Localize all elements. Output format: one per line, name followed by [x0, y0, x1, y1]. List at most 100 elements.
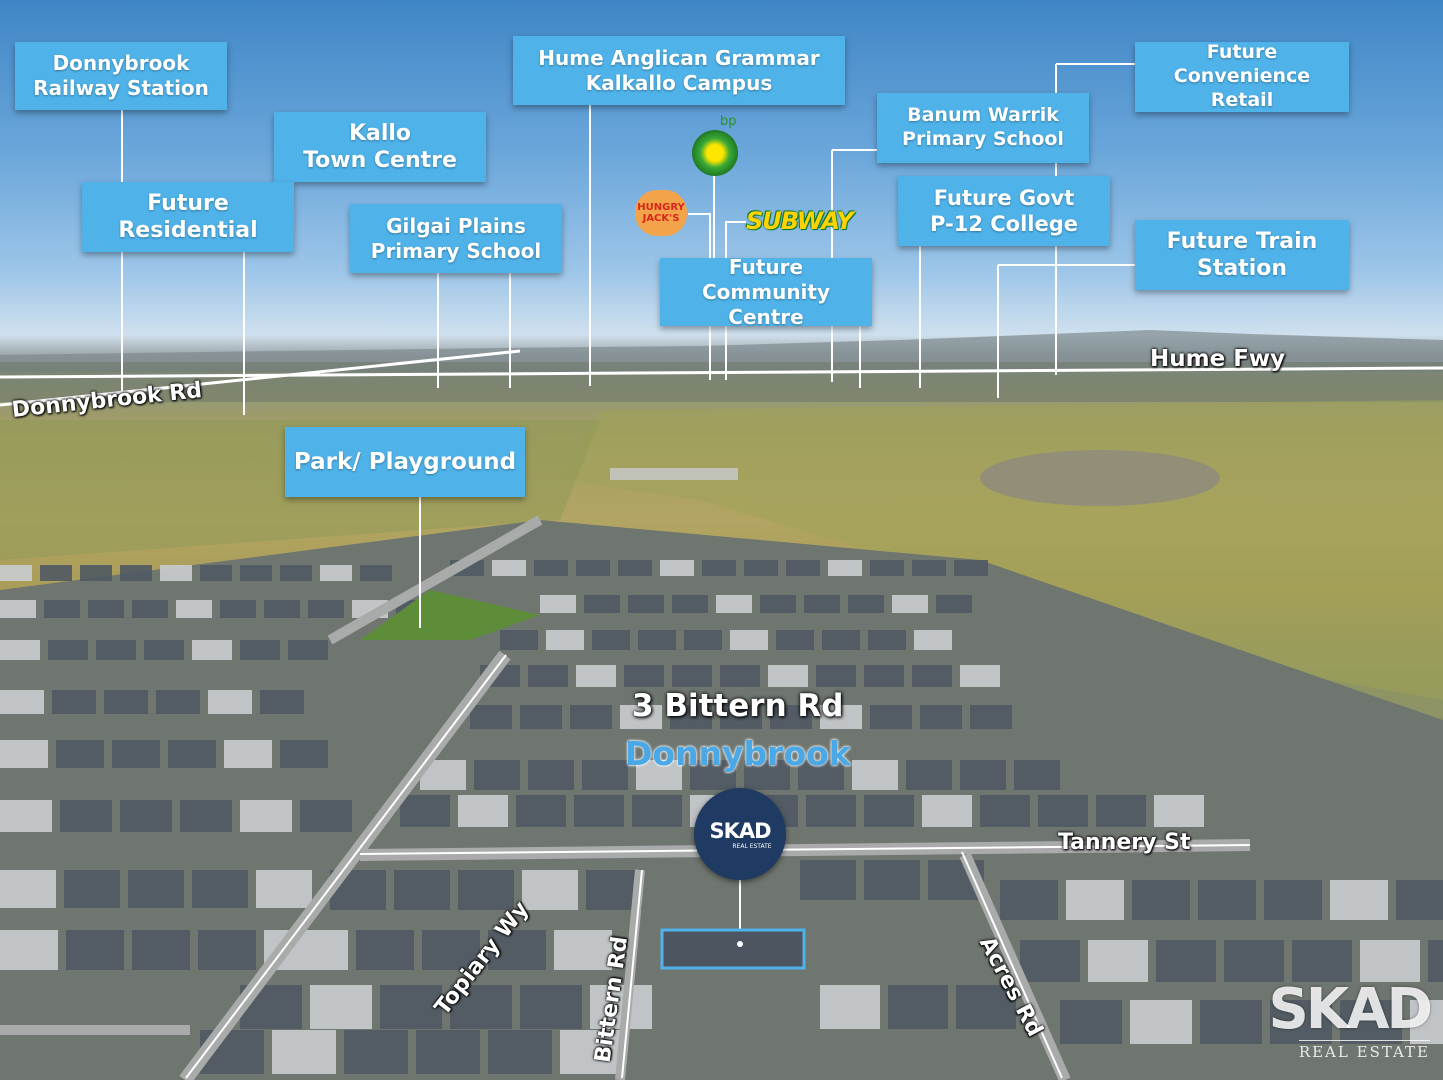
house-roof: [920, 705, 962, 729]
house-roof: [260, 690, 304, 714]
house-roof: [1014, 760, 1060, 790]
house-roof: [632, 795, 682, 827]
callout-gilgai-plains-primary-school: Gilgai Plains Primary School: [350, 204, 562, 273]
house-roof: [798, 760, 844, 790]
house-roof: [256, 870, 312, 908]
house-roof: [912, 665, 952, 687]
house-roof: [1360, 940, 1420, 982]
house-roof: [240, 640, 280, 660]
house-roof: [864, 665, 904, 687]
house-roof: [914, 630, 952, 650]
callout-hume-anglican-grammar: Hume Anglican Grammar Kalkallo Campus: [513, 36, 845, 105]
house-roof: [0, 690, 44, 714]
house-roof: [168, 740, 216, 768]
house-roof: [956, 985, 1016, 1029]
house-roof: [528, 760, 574, 790]
house-roof: [560, 1030, 624, 1074]
house-roof: [0, 740, 48, 768]
house-roof: [584, 595, 620, 613]
house-roof: [1198, 880, 1256, 920]
house-roof: [1020, 940, 1080, 982]
house-roof: [1156, 940, 1216, 982]
house-roof: [770, 705, 812, 729]
house-roof: [0, 930, 58, 970]
house-roof: [1330, 880, 1388, 920]
skad-watermark: SKAD REAL ESTATE: [1225, 977, 1433, 1062]
house-roof: [48, 640, 88, 660]
house-roof: [44, 600, 80, 618]
house-roof: [1154, 795, 1204, 827]
house-roof: [0, 565, 32, 581]
house-roof: [96, 640, 136, 660]
house-roof: [1396, 880, 1443, 920]
house-roof: [176, 600, 212, 618]
house-roof: [1088, 940, 1148, 982]
bp-text: bp: [720, 114, 737, 129]
house-roof: [800, 860, 856, 900]
house-roof: [1060, 1000, 1122, 1044]
house-roof: [0, 640, 40, 660]
house-roof: [520, 705, 562, 729]
house-roof: [52, 690, 96, 714]
house-roof: [144, 640, 184, 660]
callout-future-govt-p12-college: Future Govt P-12 College: [898, 176, 1110, 246]
house-roof: [422, 930, 480, 970]
house-roof: [1264, 880, 1322, 920]
house-roof: [310, 985, 372, 1029]
house-roof: [960, 665, 1000, 687]
house-roof: [1410, 1000, 1443, 1044]
house-roof: [618, 560, 652, 576]
house-roof: [1000, 880, 1058, 920]
house-roof: [458, 795, 508, 827]
house-roof: [264, 600, 300, 618]
house-roof: [628, 595, 664, 613]
house-roof: [240, 800, 292, 832]
house-roof: [954, 560, 988, 576]
house-roof: [776, 630, 814, 650]
house-roof: [546, 630, 584, 650]
house-roof: [638, 630, 676, 650]
house-roof: [1200, 1000, 1262, 1044]
house-roof: [104, 690, 148, 714]
house-roof: [80, 565, 112, 581]
house-roof: [450, 985, 512, 1029]
house-roof: [1096, 795, 1146, 827]
house-roof: [744, 760, 790, 790]
house-roof: [40, 565, 72, 581]
house-roof: [1270, 1000, 1332, 1044]
house-roof: [768, 665, 808, 687]
property-suburb: Donnybrook: [625, 734, 851, 773]
house-roof: [160, 565, 192, 581]
house-roof: [156, 690, 200, 714]
house-roof: [720, 705, 762, 729]
house-roof: [906, 760, 952, 790]
house-roof: [128, 870, 184, 908]
house-roof: [120, 565, 152, 581]
house-roof: [320, 565, 352, 581]
house-roof: [672, 595, 708, 613]
house-roof: [198, 930, 256, 970]
house-roof: [592, 630, 630, 650]
house-roof: [820, 985, 880, 1029]
house-roof: [576, 665, 616, 687]
house-roof: [1428, 940, 1443, 982]
house-roof: [458, 870, 514, 910]
house-roof: [192, 640, 232, 660]
house-roof: [1038, 795, 1088, 827]
house-roof: [684, 630, 722, 650]
house-roof: [576, 560, 610, 576]
house-roof: [670, 705, 712, 729]
house-roof: [720, 665, 760, 687]
callout-donnybrook-railway-station: Donnybrook Railway Station: [15, 42, 227, 110]
house-roof: [570, 705, 612, 729]
house-roof: [888, 985, 948, 1029]
road-label-tannery-st: Tannery St: [1058, 830, 1191, 855]
house-roof: [960, 760, 1006, 790]
house-roof: [0, 870, 56, 908]
callout-future-convenience-retail: Future Convenience Retail: [1135, 41, 1349, 112]
skad-watermark-title: SKAD: [1268, 977, 1433, 1042]
house-roof: [744, 560, 778, 576]
house-roof: [636, 760, 682, 790]
house-roof: [208, 690, 252, 714]
